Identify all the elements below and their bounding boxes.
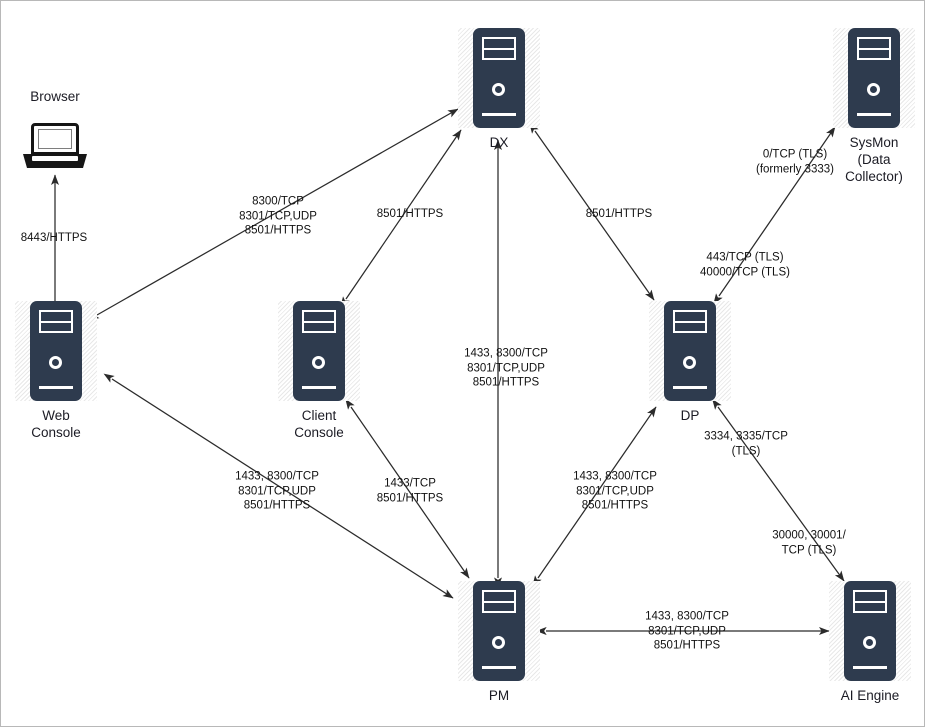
tower-base-stripe <box>39 386 73 389</box>
edge-label-sysmon-dp: 443/TCP (TLS) 40000/TCP (TLS) <box>700 251 790 279</box>
edge-label-dx-dp: 8501/HTTPS <box>585 207 653 220</box>
edge-label-clientconsole-dx: 8501/HTTPS <box>376 207 444 220</box>
tower-drive-bays <box>857 37 891 60</box>
tower-body <box>844 581 896 681</box>
tower-power-button <box>492 636 505 649</box>
edge-label-dp-aiengine-bottom: 30000, 30001/ TCP (TLS) <box>772 529 846 557</box>
tower-drive-bays <box>302 310 336 333</box>
server-tower-icon <box>458 581 540 681</box>
edge-label-pm-dp: 1433, 8300/TCP 8301/TCP,UDP 8501/HTTPS <box>573 470 657 512</box>
tower-body <box>473 581 525 681</box>
tower-base-stripe <box>853 666 887 669</box>
tower-drive-bays <box>482 37 516 60</box>
server-tower-icon <box>829 581 911 681</box>
tower-drive-bays <box>673 310 707 333</box>
node-web-console[interactable]: Web Console <box>15 301 97 440</box>
node-sysmon[interactable]: SysMon (Data Collector) <box>833 28 915 184</box>
laptop-keyboard <box>32 156 78 161</box>
server-tower-icon <box>458 28 540 128</box>
node-pm[interactable]: PM <box>458 581 540 703</box>
tower-base-stripe <box>857 113 891 116</box>
node-label-client-console: Client Console <box>294 408 344 440</box>
edge-label-clientconsole-pm: 1433/TCP 8501/HTTPS <box>376 477 444 505</box>
tower-body <box>848 28 900 128</box>
tower-power-button <box>312 356 325 369</box>
tower-power-button <box>683 356 696 369</box>
server-tower-icon <box>278 301 360 401</box>
edge-label-dp-sysmon: 0/TCP (TLS) (formerly 3333) <box>756 148 834 176</box>
laptop-icon <box>23 123 87 169</box>
tower-base-stripe <box>482 666 516 669</box>
node-client-console[interactable]: Client Console <box>278 301 360 440</box>
edge-label-webconsole-dx: 8300/TCP 8301/TCP,UDP 8501/HTTPS <box>239 195 317 237</box>
tower-drive-bays <box>853 590 887 613</box>
tower-body <box>473 28 525 128</box>
edge-label-webconsole-pm: 1433, 8300/TCP 8301/TCP,UDP 8501/HTTPS <box>235 470 319 512</box>
node-browser[interactable] <box>23 123 87 169</box>
tower-base-stripe <box>482 113 516 116</box>
node-label-ai-engine: AI Engine <box>840 688 900 703</box>
tower-body <box>664 301 716 401</box>
tower-power-button <box>863 636 876 649</box>
edge-label-dp-aiengine-top: 3334, 3335/TCP (TLS) <box>704 430 788 458</box>
tower-base-stripe <box>673 386 707 389</box>
tower-body <box>293 301 345 401</box>
tower-power-button <box>867 83 880 96</box>
edge-label-browser-webconsole: 8443/HTTPS <box>20 231 88 244</box>
server-tower-icon <box>649 301 731 401</box>
node-dp[interactable]: DP <box>649 301 731 423</box>
tower-drive-bays <box>482 590 516 613</box>
edge-label-pm-aiengine: 1433, 8300/TCP 8301/TCP,UDP 8501/HTTPS <box>645 610 729 652</box>
node-label-browser: Browser <box>30 89 80 104</box>
tower-power-button <box>492 83 505 96</box>
tower-body <box>30 301 82 401</box>
server-tower-icon <box>833 28 915 128</box>
node-label-dx: DX <box>489 135 509 150</box>
tower-power-button <box>49 356 62 369</box>
node-ai-engine[interactable]: AI Engine <box>829 581 911 703</box>
server-tower-icon <box>15 301 97 401</box>
node-label-web-console: Web Console <box>31 408 81 440</box>
laptop-screen <box>38 129 72 149</box>
node-label-sysmon: SysMon (Data Collector) <box>845 135 903 184</box>
tower-base-stripe <box>302 386 336 389</box>
node-label-dp: DP <box>680 408 700 423</box>
laptop-lid <box>31 123 79 155</box>
edge-label-pm-dx: 1433, 8300/TCP 8301/TCP,UDP 8501/HTTPS <box>464 347 548 389</box>
tower-drive-bays <box>39 310 73 333</box>
node-label-pm: PM <box>488 688 510 703</box>
node-dx[interactable]: DX <box>458 28 540 150</box>
